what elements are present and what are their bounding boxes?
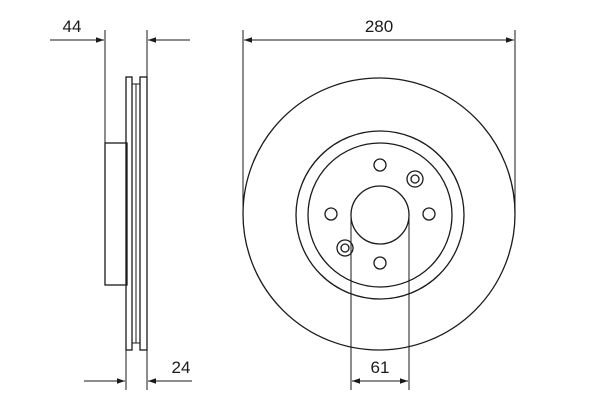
locating-hole-outer xyxy=(336,239,354,257)
locating-hole-inner xyxy=(340,243,350,253)
bolt-hole xyxy=(373,158,387,172)
inner-friction-ring xyxy=(125,76,133,351)
front-view: 280 61 xyxy=(242,17,516,390)
hub-hat-section xyxy=(104,142,128,286)
bolt-hole xyxy=(324,207,338,221)
side-view: 44 24 xyxy=(50,17,192,390)
hat-inner-ring xyxy=(307,142,453,288)
outer-disc-edge xyxy=(242,77,516,351)
center-bore xyxy=(350,185,410,245)
overall-thickness-label: 44 xyxy=(63,17,82,36)
locating-hole-inner xyxy=(410,174,420,184)
min-thickness-label: 24 xyxy=(172,358,191,377)
center-bore-label: 61 xyxy=(371,358,390,377)
outer-diameter-label: 280 xyxy=(365,17,393,36)
outer-friction-ring xyxy=(139,76,148,351)
bolt-hole xyxy=(422,207,436,221)
bolt-hole xyxy=(373,256,387,270)
hat-outer-ring xyxy=(295,130,465,300)
locating-hole-outer xyxy=(406,170,424,188)
